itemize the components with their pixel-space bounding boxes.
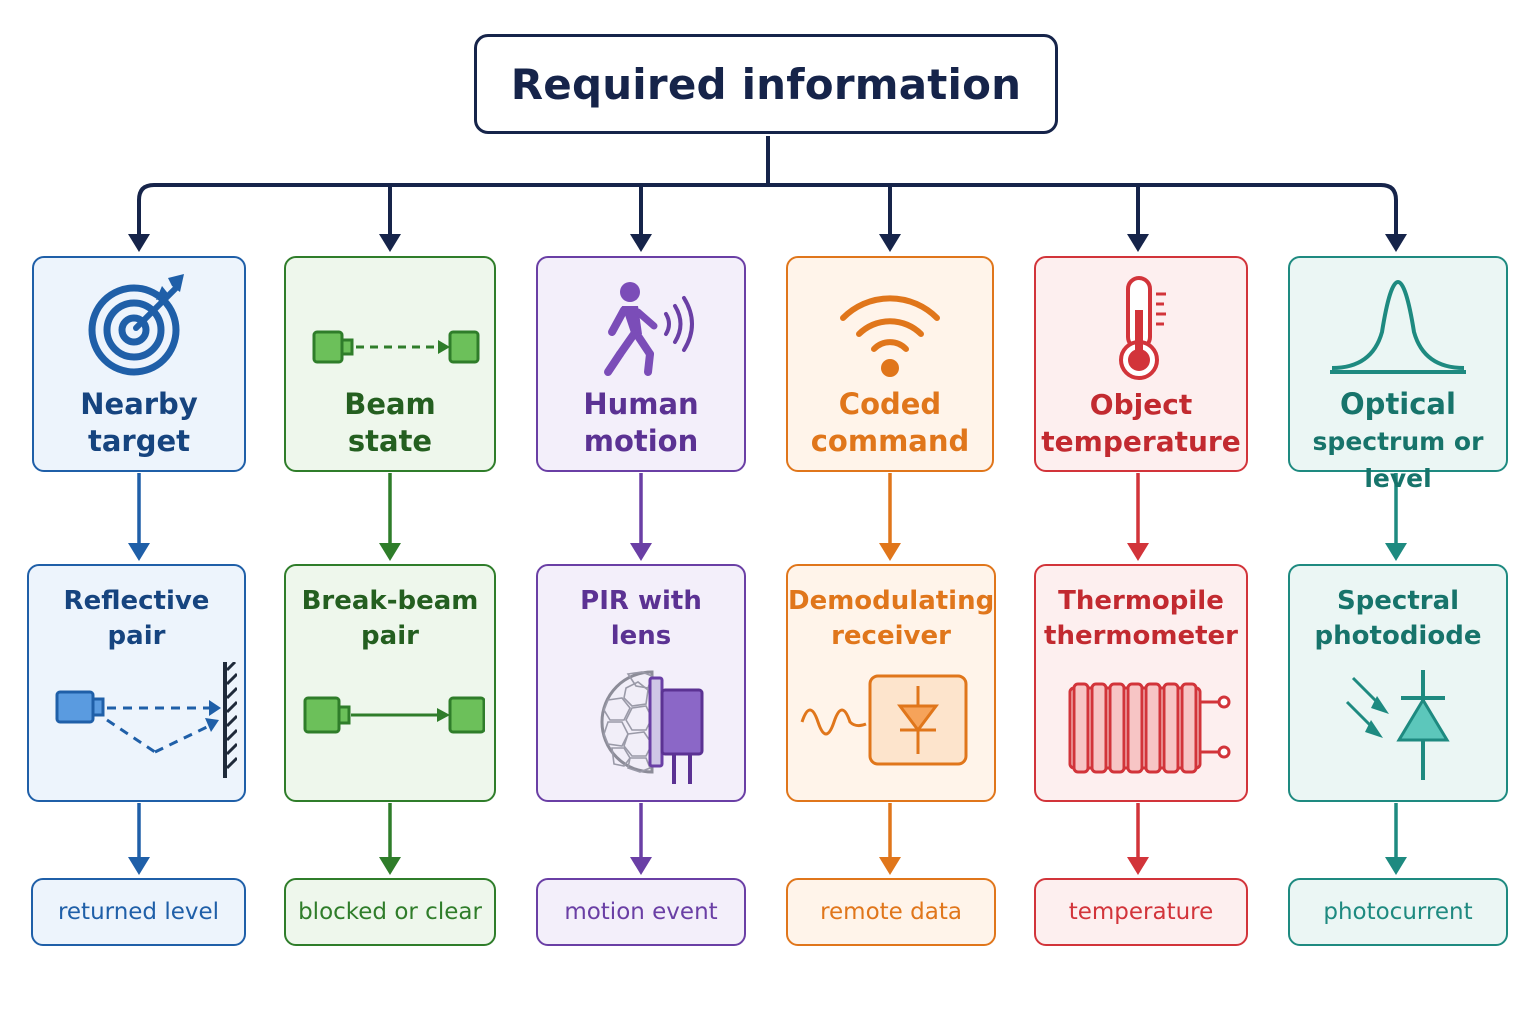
output-box-photocurrent: photocurrent (1288, 878, 1508, 946)
sensor-label-line1: Thermopile (1058, 586, 1224, 616)
arrowhead (879, 543, 901, 561)
sensor-label-line2: thermometer (1044, 621, 1238, 651)
output-box-blocked-or-clear: blocked or clear (284, 878, 496, 946)
need-box-coded-command: Coded command (786, 256, 994, 472)
need-label-line1: Coded (838, 387, 942, 421)
sensor-label-line1: PIR with (580, 586, 702, 616)
arrowhead (630, 543, 652, 561)
pir-sensor-icon (538, 662, 744, 792)
output-label: returned level (57, 899, 220, 925)
sensor-label-line1: Spectral (1336, 586, 1460, 616)
need-label-line1: Object (1089, 388, 1193, 421)
target-icon (34, 272, 244, 382)
need-box-beam-state: Beam state (284, 256, 496, 472)
sensor-label-line1: Break-beam (301, 586, 479, 616)
need-label-line1: Nearby (80, 387, 198, 421)
beam-icon (286, 272, 494, 382)
thermometer-icon (1036, 272, 1246, 382)
spectrum-peak-icon (1290, 272, 1506, 382)
sensor-box-thermopile-thermometer: Thermopile thermometer (1034, 564, 1248, 802)
arrowhead (1385, 234, 1407, 252)
arrowhead (128, 857, 150, 875)
output-box-motion-event: motion event (536, 878, 746, 946)
sensor-label-line2: receiver (831, 621, 951, 651)
arrowhead (879, 857, 901, 875)
arrowhead (128, 543, 150, 561)
sensor-label-line2: pair (107, 621, 166, 651)
sensor-label-line1: Demodulating (788, 586, 995, 616)
need-label-line2: target (87, 424, 191, 458)
sensor-box-break-beam-pair: Break-beam pair (284, 564, 496, 802)
sensor-label-line2: photodiode (1314, 621, 1482, 651)
need-label-line1: Human (583, 387, 699, 421)
output-label: temperature (1068, 899, 1214, 925)
receiver-diode-icon (788, 662, 994, 792)
need-box-human-motion: Human motion (536, 256, 746, 472)
output-box-temperature: temperature (1034, 878, 1248, 946)
need-label-line2: spectrum or level (1312, 427, 1484, 493)
arrowhead (630, 857, 652, 875)
sensor-label-line2: lens (610, 621, 672, 651)
need-label-line1: Optical (1340, 387, 1456, 421)
need-label-line2: temperature (1041, 425, 1241, 458)
bus-line (137, 183, 1398, 236)
need-label-line1: Beam (344, 387, 436, 421)
need-label-line2: state (347, 424, 433, 458)
arrowhead (379, 543, 401, 561)
thermopile-icon (1036, 662, 1246, 792)
sensor-box-reflective-pair: Reflective pair (27, 564, 246, 802)
walking-person-icon (538, 272, 744, 382)
sensor-box-demodulating-receiver: Demodulating receiver (786, 564, 996, 802)
sensor-label-line1: Reflective (63, 586, 210, 616)
sensor-box-pir-with-lens: PIR with lens (536, 564, 746, 802)
break-beam-icon (286, 662, 494, 792)
need-box-optical-spectrum: Optical spectrum or level (1288, 256, 1508, 493)
root-title: Required information (510, 59, 1022, 109)
reflective-pair-icon (29, 662, 244, 792)
need-box-nearby-target: Nearby target (32, 256, 246, 472)
wireless-signal-icon (788, 272, 992, 382)
photodiode-icon (1290, 662, 1506, 792)
sensor-label-line2: pair (361, 621, 419, 651)
arrowhead (1385, 543, 1407, 561)
need-label-line2: motion (583, 424, 699, 458)
arrowhead (379, 234, 401, 252)
output-box-returned-level: returned level (31, 878, 246, 946)
output-label: motion event (564, 899, 718, 925)
arrowhead (1127, 543, 1149, 561)
output-label: remote data (820, 899, 962, 925)
arrowhead (1127, 857, 1149, 875)
output-box-remote-data: remote data (786, 878, 996, 946)
need-label-line2: command (810, 424, 970, 458)
root-node: Required information (474, 34, 1058, 134)
output-label: photocurrent (1323, 899, 1473, 925)
output-label: blocked or clear (298, 899, 482, 925)
arrowhead (879, 234, 901, 252)
sensor-box-spectral-photodiode: Spectral photodiode (1288, 564, 1508, 802)
arrowhead (1385, 857, 1407, 875)
arrowhead (379, 857, 401, 875)
arrowhead (128, 234, 150, 252)
arrowhead (630, 234, 652, 252)
need-box-object-temperature: Object temperature (1034, 256, 1248, 472)
arrowhead (1127, 234, 1149, 252)
